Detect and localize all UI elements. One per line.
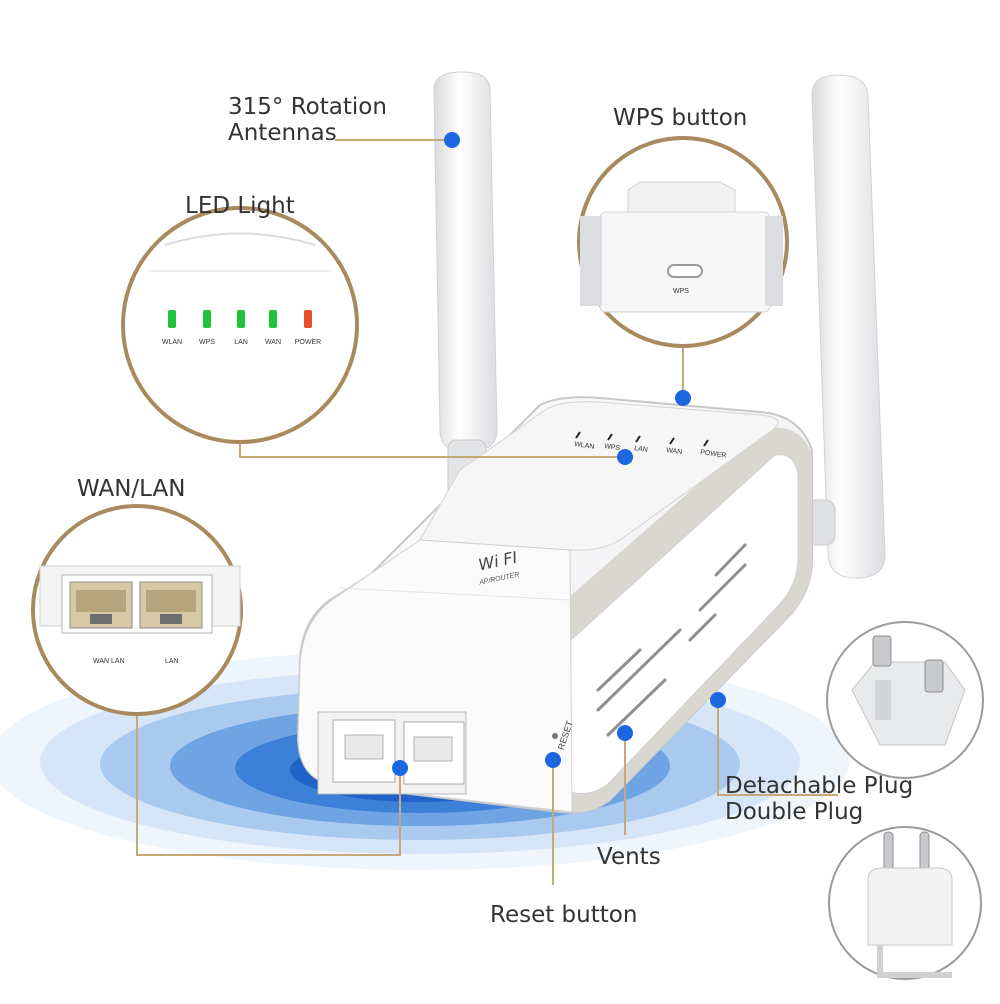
led-wps-icon	[203, 310, 211, 328]
device-led-labels: WLAN WPS LAN WAN POWER	[574, 441, 727, 460]
device-ethernet-ports	[317, 711, 467, 795]
led-label-wan: WAN	[265, 339, 281, 346]
device-led-label-wan: WAN	[666, 447, 683, 456]
device-led-label-wlan: WLAN	[574, 441, 595, 451]
wps-print: WPS	[673, 288, 689, 295]
led-wan-icon	[269, 310, 277, 328]
callout-antennas: 315° Rotation Antennas	[228, 94, 387, 146]
led-label-power: POWER	[295, 339, 321, 346]
callout-plug-line1: Detachable Plug	[725, 773, 914, 799]
wps-button-icon	[667, 264, 703, 278]
callout-wps: WPS button	[613, 105, 748, 131]
leader-led	[239, 440, 625, 458]
port-label-lan: LAN	[165, 658, 179, 665]
uk-plug-circle	[826, 621, 984, 779]
antenna-left-icon	[433, 71, 498, 501]
dot-reset	[545, 752, 561, 768]
callout-plug-line2: Double Plug	[725, 799, 864, 825]
led-label-wlan: WLAN	[162, 339, 182, 346]
device-led-row	[575, 431, 709, 447]
dot-wps	[675, 390, 691, 406]
dot-plug	[710, 692, 726, 708]
callout-antennas-line2: Antennas	[228, 120, 337, 146]
ports-zoom-circle: WAN LAN LAN	[31, 504, 243, 716]
led-wlan-icon	[168, 310, 176, 328]
port-label-wan: WAN LAN	[93, 658, 125, 665]
eu-plug-circle	[828, 826, 982, 980]
dot-ports	[392, 760, 408, 776]
callout-antennas-line1: 315° Rotation	[228, 94, 387, 120]
device-led-label-lan: LAN	[634, 445, 648, 454]
device-led-label-power: POWER	[700, 449, 727, 460]
led-label-wps: WPS	[199, 339, 215, 346]
eu-plug-icon	[867, 867, 953, 946]
dot-vents	[617, 725, 633, 741]
led-lan-icon	[237, 310, 245, 328]
wps-zoom-circle: WPS	[577, 136, 789, 348]
dot-led	[617, 449, 633, 465]
callout-vents: Vents	[597, 844, 661, 870]
router-body	[296, 396, 813, 814]
dot-antenna	[444, 132, 460, 148]
callout-led: LED Light	[185, 193, 295, 219]
led-zoom-circle: WLAN WPS LAN WAN POWER	[121, 206, 359, 444]
led-label-lan: LAN	[234, 339, 248, 346]
vent-slots	[596, 543, 747, 737]
led-power-icon	[304, 310, 312, 328]
device-led-label-wps: WPS	[604, 443, 621, 452]
callout-dots	[392, 132, 726, 776]
callout-reset: Reset button	[490, 902, 638, 928]
zoom-led-row: WLAN WPS LAN WAN POWER	[162, 310, 321, 346]
callout-wan-lan: WAN/LAN	[77, 476, 186, 502]
leader-plug	[717, 700, 838, 796]
leader-ports	[136, 695, 401, 856]
callout-plug: Detachable Plug Double Plug	[725, 773, 913, 825]
